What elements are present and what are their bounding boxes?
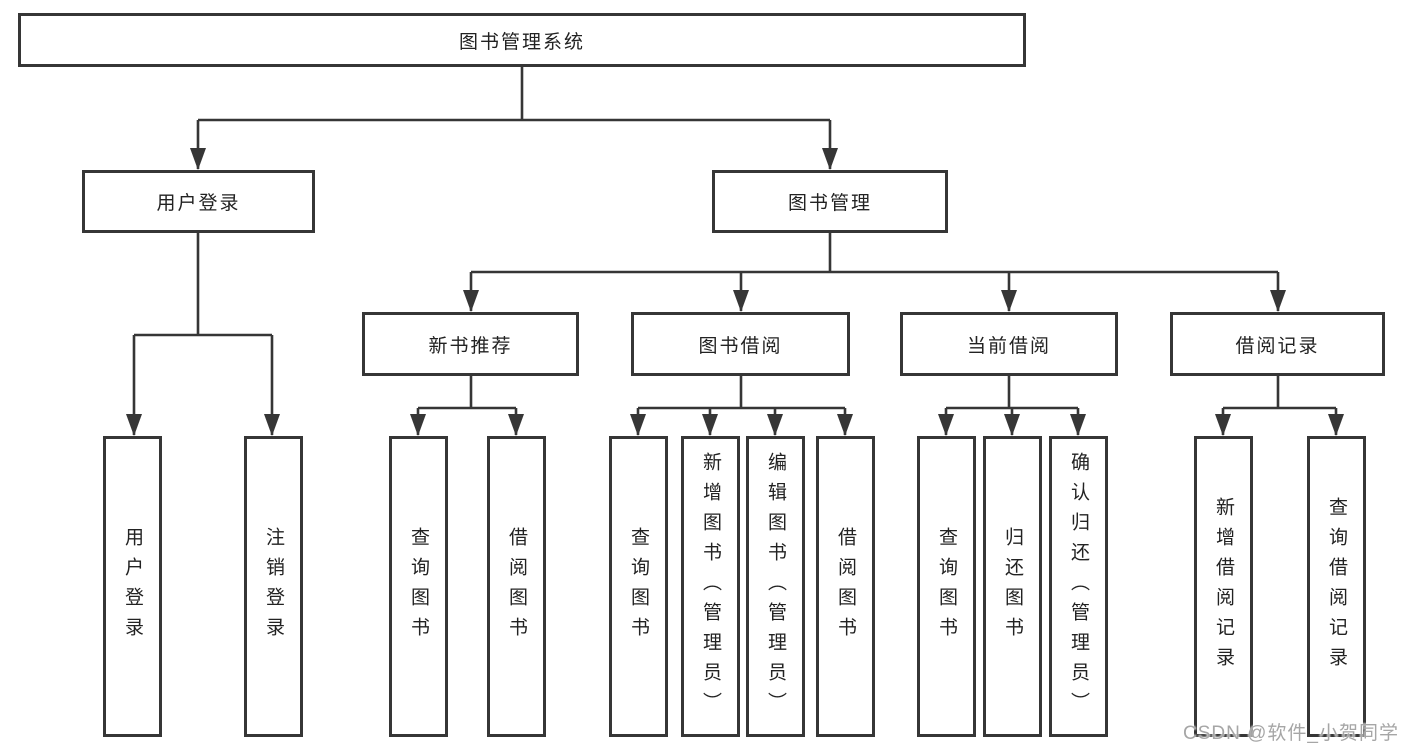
node-book-management: 图书管理 bbox=[712, 170, 948, 233]
leaf-add-borrow-record: 新增借阅记录 bbox=[1194, 436, 1253, 737]
leaf-query-books-borrow: 查询图书 bbox=[609, 436, 668, 737]
leaf-edit-book-admin: 编辑图书（管理员） bbox=[746, 436, 805, 737]
node-borrow-records: 借阅记录 bbox=[1170, 312, 1385, 376]
node-current-borrow: 当前借阅 bbox=[900, 312, 1118, 376]
node-user-login: 用户登录 bbox=[82, 170, 315, 233]
leaf-add-book-admin: 新增图书（管理员） bbox=[681, 436, 740, 737]
leaf-return-book: 归还图书 bbox=[983, 436, 1042, 737]
leaf-logout: 注销登录 bbox=[244, 436, 303, 737]
leaf-confirm-return-admin: 确认归还（管理员） bbox=[1049, 436, 1108, 737]
node-new-book-recommend: 新书推荐 bbox=[362, 312, 579, 376]
leaf-borrow-books: 借阅图书 bbox=[816, 436, 875, 737]
csdn-watermark: CSDN @软件_小贺同学 bbox=[1183, 723, 1399, 744]
node-library-system: 图书管理系统 bbox=[18, 13, 1026, 67]
node-book-borrow: 图书借阅 bbox=[631, 312, 850, 376]
leaf-query-borrow-record: 查询借阅记录 bbox=[1307, 436, 1366, 737]
leaf-borrow-books-recommend: 借阅图书 bbox=[487, 436, 546, 737]
leaf-query-books-recommend: 查询图书 bbox=[389, 436, 448, 737]
leaf-user-login: 用户登录 bbox=[103, 436, 162, 737]
leaf-query-books-current: 查询图书 bbox=[917, 436, 976, 737]
